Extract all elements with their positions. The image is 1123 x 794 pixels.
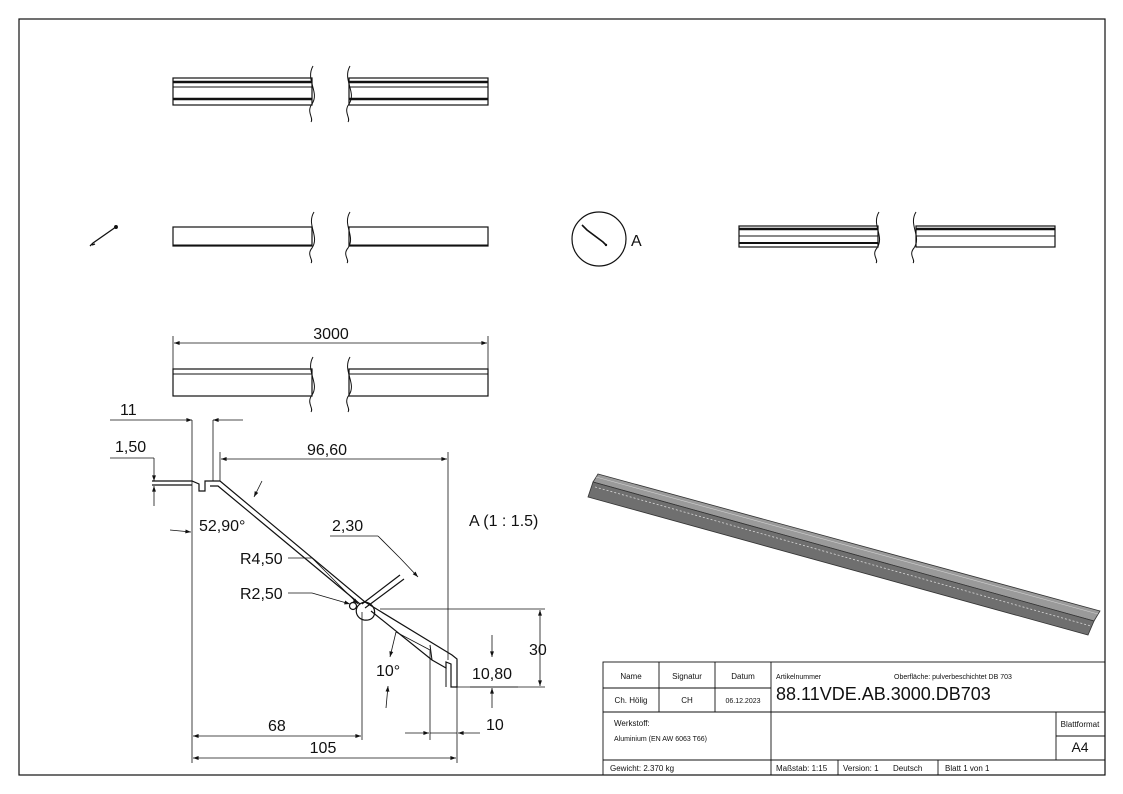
dim-30: 30 [529, 642, 547, 659]
title-block [602, 661, 1106, 776]
right-side-view [738, 211, 1056, 264]
detail-view-profile [110, 418, 545, 763]
tb-datum: 06.12.2023 [725, 698, 760, 705]
tb-werkstoff-label: Werkstoff: [614, 719, 650, 728]
tb-signatur: CH [681, 696, 693, 705]
length-dimension: 3000 [313, 326, 349, 343]
dim-68: 68 [268, 718, 286, 735]
angle-52-90: 52,90° [199, 518, 245, 535]
tb-blattformat: A4 [1071, 739, 1088, 755]
sheet-border [18, 18, 1106, 776]
tb-gewicht: Gewicht: 2.370 kg [610, 764, 674, 773]
tb-name: Ch. Hölig [615, 696, 648, 705]
dim-1-50: 1,50 [115, 439, 146, 456]
bottom-view [172, 336, 489, 413]
tb-version: Version: 1 [843, 764, 879, 773]
front-view [172, 211, 489, 264]
detail-callout: A [571, 211, 642, 267]
isometric-render [587, 473, 1101, 636]
tb-artikel-label: Artikelnummer [776, 674, 822, 681]
side-view-profile [89, 225, 118, 247]
tb-blatt: Blatt 1 von 1 [945, 764, 990, 773]
tb-massstab: Maßstab: 1:15 [776, 764, 828, 773]
tb-werkstoff: Aluminium (EN AW 6063 T66) [614, 736, 707, 743]
detail-callout-letter: A [631, 233, 642, 250]
tb-sprache: Deutsch [893, 764, 922, 773]
top-view [172, 65, 489, 123]
tb-blattformat-label: Blattformat [1061, 720, 1100, 729]
dim-105: 105 [310, 740, 337, 757]
tb-header-signatur: Signatur [672, 672, 702, 681]
dim-11: 11 [120, 402, 137, 419]
dim-10: 10 [486, 717, 504, 734]
tb-header-name: Name [620, 672, 642, 681]
detail-view-label: A (1 : 1.5) [469, 513, 538, 530]
dim-96-60: 96,60 [307, 442, 347, 459]
angle-10: 10° [376, 663, 400, 680]
tb-oberflaeche: Oberfläche: pulverbeschichtet DB 703 [894, 674, 1012, 681]
radius-2-50: R2,50 [240, 586, 283, 603]
tb-artikelnummer: 88.11VDE.AB.3000.DB703 [776, 684, 991, 704]
tb-header-datum: Datum [731, 672, 755, 681]
dim-10-80: 10,80 [472, 666, 512, 683]
dim-2-30: 2,30 [332, 518, 363, 535]
radius-4-50: R4,50 [240, 551, 283, 568]
